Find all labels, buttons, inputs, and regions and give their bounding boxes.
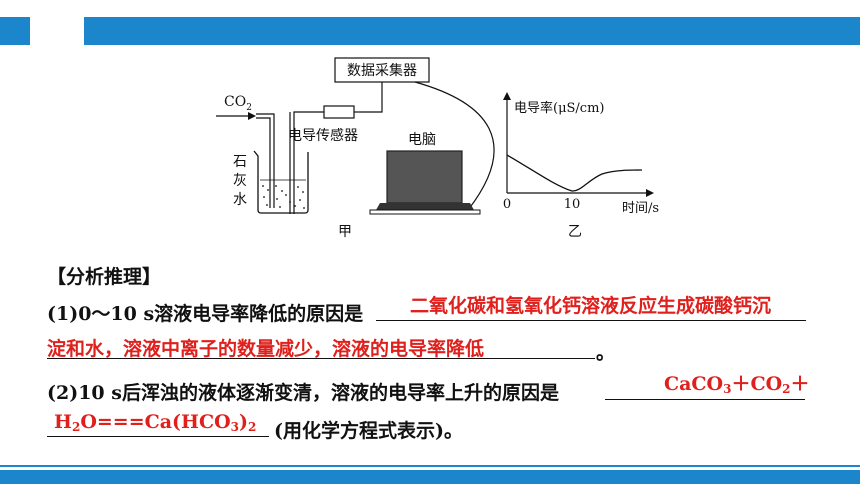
answer-1-blank-line-1	[376, 298, 806, 321]
graph-tick-0: 0	[503, 197, 511, 212]
figure-label-a: 甲	[338, 224, 352, 240]
collector-wire	[360, 82, 383, 113]
computer-base	[376, 203, 474, 210]
answer-1-line-2: 淀和水，溶液中离子的数量减少，溶液的电导率降低	[47, 338, 485, 360]
section-title: 【分析推理】	[47, 266, 162, 288]
graph-ylabel: 电导率(μS/cm)	[514, 100, 605, 116]
answer-2-blank-line-1	[605, 378, 805, 400]
computer-wire	[414, 81, 495, 211]
answer-2-blank-line-2	[47, 414, 269, 437]
sensor-body	[323, 105, 355, 119]
limewater-char-3: 水	[233, 192, 247, 208]
answer-2-line-2: H2O===Ca(HCO3)2	[54, 411, 257, 434]
answer-1-blank-line-2	[47, 336, 595, 359]
computer-label: 电脑	[408, 132, 436, 148]
graph-tick-10: 10	[564, 197, 581, 212]
footer-bar	[0, 470, 860, 484]
graph-xlabel: 时间/s	[622, 201, 659, 216]
header-bar	[84, 17, 860, 45]
question-1-end: 。	[596, 342, 616, 364]
answer-2-line-1: CaCO3＋CO2＋	[664, 373, 810, 396]
header-accent-square	[0, 17, 30, 45]
experiment-figure: 数据采集器 电导传感器 CO2 石 灰 水 电脑 甲 电导率(μS/cm) 时间…	[216, 57, 659, 240]
beaker	[253, 150, 309, 214]
sensor-label: 电导传感器	[288, 127, 358, 144]
footer-line	[0, 465, 860, 467]
limewater-char-1: 石	[233, 154, 247, 170]
gas-label: CO2	[224, 94, 252, 113]
question-2-suffix: (用化学方程式表示)。	[274, 420, 463, 442]
question-1-prefix: (1)0～10 s溶液电导率降低的原因是	[47, 303, 364, 325]
question-2-prefix: (2)10 s后浑浊的液体逐渐变清，溶液的电导率上升的原因是	[47, 382, 559, 404]
answer-1-line-1: 二氧化碳和氢氧化钙溶液反应生成碳酸钙沉	[410, 295, 772, 317]
figure-label-b: 乙	[568, 224, 582, 240]
collector-label: 数据采集器	[347, 62, 417, 79]
computer-monitor	[386, 150, 463, 204]
collector-box	[334, 57, 430, 83]
limewater-char-2: 灰	[233, 173, 247, 189]
graph-curve	[506, 154, 643, 192]
